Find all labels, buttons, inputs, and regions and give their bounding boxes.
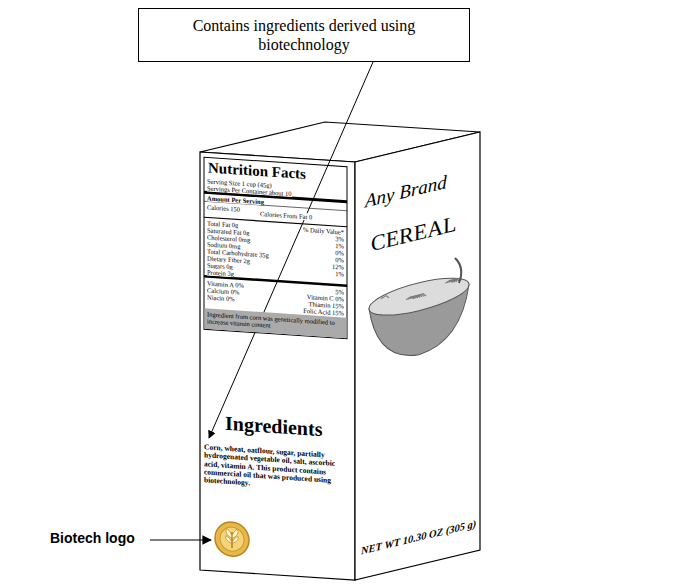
part-label: Biotech logo xyxy=(50,531,135,546)
daily-value-heading: % Daily Value* xyxy=(303,225,344,235)
net-weight: NET WT 10.30 OZ (305 g) xyxy=(361,518,476,557)
leader-arrow xyxy=(150,539,211,540)
callout-text: Contains ingredients derived using biote… xyxy=(147,16,461,54)
vitamin-row: Folic Acid 15% xyxy=(303,307,344,317)
calories-fat: Calories From Fat 0 xyxy=(260,210,312,221)
box-side xyxy=(355,132,480,580)
box-front-face: Nutrition FactsServing Size 1 cup (45g)S… xyxy=(200,152,355,580)
ingredients-heading: Ingredients xyxy=(225,412,322,440)
daily-value: 1% xyxy=(335,270,344,278)
box-front xyxy=(200,152,355,580)
callout-box: Contains ingredients derived using biote… xyxy=(138,8,470,62)
box-side-face: Any BrandCEREAL NET WT 10.30 OZ (305 g) xyxy=(355,132,480,580)
biotech-logo xyxy=(215,521,249,557)
vitamin-row: Niacin 0% xyxy=(207,293,235,302)
product-name: CEREAL xyxy=(371,212,457,257)
ingredients-list: Corn, wheat, oatflour, sugar, partially … xyxy=(204,443,352,494)
calories: Calories 150 xyxy=(207,203,240,212)
brand-name: Any Brand xyxy=(365,172,447,213)
